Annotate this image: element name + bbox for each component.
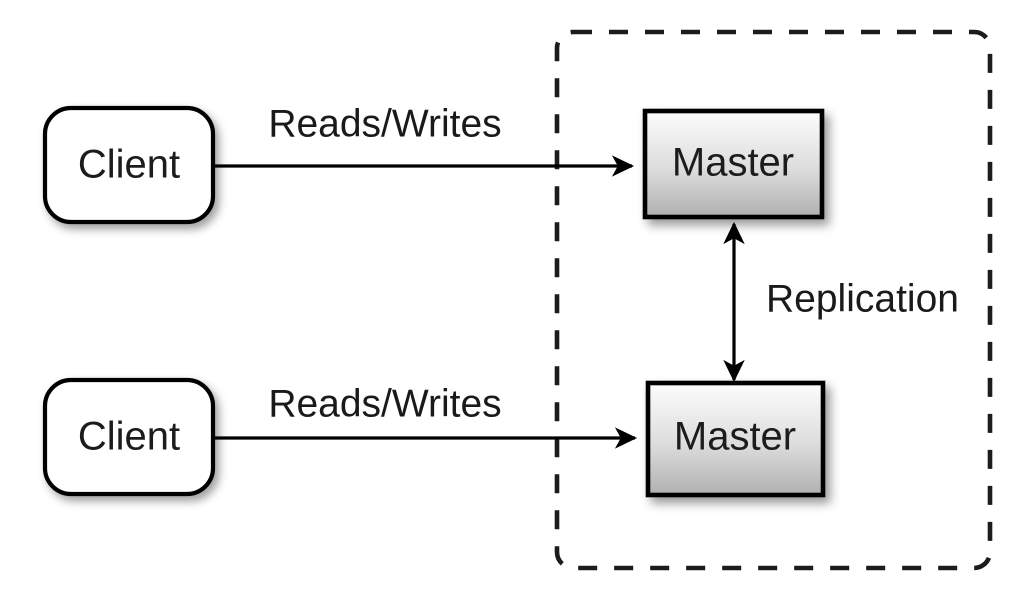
client-bottom-label: Client [78, 415, 180, 459]
node-client-bottom[interactable]: Client [42, 377, 216, 497]
client-top-shape [42, 105, 216, 225]
master-top-label: Master [672, 141, 794, 185]
edge-client-bottom-to-master-bottom: Reads/Writes [214, 382, 638, 449]
edge-label-reads-writes-top: Reads/Writes [268, 102, 501, 145]
master-top-shape [642, 108, 825, 220]
master-bottom-label: Master [674, 415, 796, 459]
master-bottom-shape [645, 380, 826, 498]
client-top-label: Client [78, 143, 180, 187]
client-bottom-shape [42, 377, 216, 497]
edge-master-replication: Replication [723, 221, 959, 383]
edge-label-reads-writes-bottom: Reads/Writes [268, 382, 501, 425]
edge-label-replication: Replication [766, 277, 959, 320]
replication-group-boundary [554, 29, 993, 571]
node-master-top[interactable]: Master [642, 108, 825, 220]
node-master-bottom[interactable]: Master [645, 380, 826, 498]
edge-client-top-to-master-top: Reads/Writes [214, 102, 635, 177]
node-client-top[interactable]: Client [42, 105, 216, 225]
